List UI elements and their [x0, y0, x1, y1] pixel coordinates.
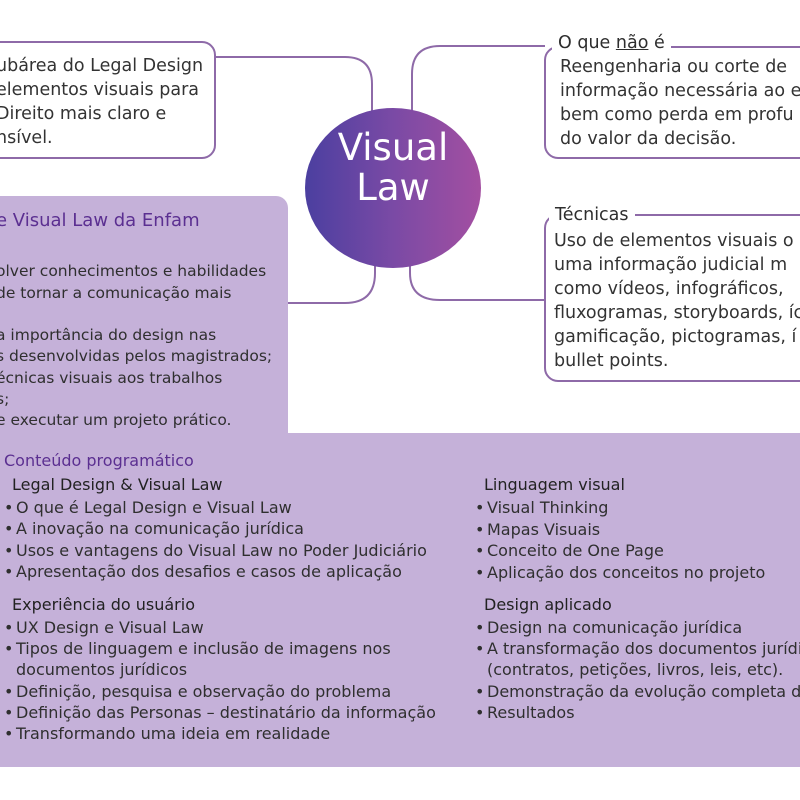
list-item-text: Definição das Personas – destinatário da…	[16, 703, 436, 722]
bullet: •	[475, 563, 485, 582]
bullet: •	[4, 618, 14, 637]
list-item: •Visual Thinking	[475, 497, 608, 518]
list-item-text: A transformação dos documentos jurídi	[487, 639, 800, 658]
objective-line-1: olver conhecimentos e habilidades	[0, 262, 267, 280]
objective-line-2: de tornar a comunicação mais	[0, 284, 232, 302]
bullet: •	[475, 639, 485, 658]
list-item-text: Apresentação dos desafios e casos de apl…	[16, 562, 402, 581]
center-title-line-1: Visual	[337, 126, 449, 169]
bullet: •	[4, 639, 14, 658]
section-visual-language-title: Linguagem visual	[484, 475, 625, 494]
not-line-2: informação necessária ao e	[560, 81, 800, 101]
title-suffix: é	[648, 33, 665, 53]
list-item: •Definição das Personas – destinatário d…	[4, 702, 436, 723]
list-item-text: (contratos, petições, livros, leis, etc)…	[487, 660, 784, 679]
bullet: •	[475, 541, 485, 560]
program-title: Conteúdo programático	[4, 451, 194, 470]
not-line-1: Reengenharia ou corte de	[560, 57, 788, 77]
not-line-4: do valor da decisão.	[560, 129, 737, 149]
list-item: •Tipos de linguagem e inclusão de imagen…	[4, 638, 391, 659]
list-item-text: Definição, pesquisa e observação do prob…	[16, 682, 392, 701]
list-item: •Usos e vantagens do Visual Law no Poder…	[4, 540, 427, 561]
section-user-experience-title: Experiência do usuário	[12, 595, 195, 614]
bullet: •	[4, 498, 14, 517]
list-item-text: Visual Thinking	[487, 498, 609, 517]
bullet: •	[4, 724, 14, 743]
section-applied-design-title: Design aplicado	[484, 595, 612, 614]
techniques-line-6: bullet points.	[554, 351, 669, 371]
definition-line-2: elementos visuais para	[0, 80, 199, 100]
definition-line-1: ubárea do Legal Design	[0, 56, 204, 76]
list-item: •UX Design e Visual Law	[4, 617, 204, 638]
list-item-text: documentos jurídicos	[16, 660, 188, 679]
objective-line-3: ;	[0, 304, 1, 325]
bullet: •	[4, 682, 14, 701]
definition-line-4: nsível.	[0, 128, 53, 148]
list-item-text: Mapas Visuais	[487, 520, 601, 539]
bullet: •	[4, 541, 14, 560]
objective-line-4: a importância do design nas	[0, 326, 217, 344]
list-item-text: Demonstração da evolução completa de	[487, 682, 800, 701]
not-line-3: bem como perda em profu	[560, 105, 794, 125]
list-item-continuation: documentos jurídicos	[16, 659, 187, 680]
techniques-line-4: fluxogramas, storyboards, íc	[554, 303, 800, 323]
bullet: •	[475, 682, 485, 701]
list-item: •A transformação dos documentos jurídi	[475, 638, 800, 659]
list-item: •Demonstração da evolução completa de	[475, 681, 800, 702]
bullet: •	[4, 703, 14, 722]
list-item-text: O que é Legal Design e Visual Law	[16, 498, 292, 517]
center-title-line-2: Law	[356, 166, 430, 209]
objective-line-6: écnicas visuais aos trabalhos	[0, 369, 223, 387]
objective-line-8: e executar um projeto prático.	[0, 411, 232, 429]
list-item-text: Usos e vantagens do Visual Law no Poder …	[16, 541, 427, 560]
list-item-text: UX Design e Visual Law	[16, 618, 204, 637]
list-item-text: A inovação na comunicação jurídica	[16, 519, 304, 538]
title-underlined: não	[615, 33, 649, 53]
definition-line-3: Direito mais claro e	[0, 104, 167, 124]
what-it-is-not-box	[544, 46, 800, 159]
bullet: •	[475, 703, 485, 722]
title-prefix: O que	[558, 33, 616, 53]
list-item: •Conceito de One Page	[475, 540, 664, 561]
techniques-line-5: gamificação, pictogramas, í	[554, 327, 797, 347]
list-item: •Aplicação dos conceitos no projeto	[475, 562, 765, 583]
list-item-text: Conceito de One Page	[487, 541, 664, 560]
techniques-box	[544, 214, 800, 382]
techniques-line-2: uma informação judicial m	[554, 255, 788, 275]
list-item-text: Design na comunicação jurídica	[487, 618, 743, 637]
list-item: •A inovação na comunicação jurídica	[4, 518, 304, 539]
list-item: •Transformando uma ideia em realidade	[4, 723, 330, 744]
list-item-text: Aplicação dos conceitos no projeto	[487, 563, 766, 582]
list-item-continuation: (contratos, petições, livros, leis, etc)…	[487, 659, 783, 680]
objectives-panel	[0, 196, 288, 446]
bullet: •	[4, 562, 14, 581]
list-item: •Resultados	[475, 702, 575, 723]
list-item-text: Tipos de linguagem e inclusão de imagens…	[16, 639, 391, 658]
list-item: •Design na comunicação jurídica	[475, 617, 742, 638]
definition-box	[0, 41, 216, 159]
bullet: •	[4, 519, 14, 538]
list-item: •Mapas Visuais	[475, 519, 600, 540]
list-item-text: Resultados	[487, 703, 575, 722]
objective-line-5: s desenvolvidas pelos magistrados;	[0, 347, 273, 365]
bullet: •	[475, 520, 485, 539]
visual-law-circle	[305, 108, 481, 268]
program-panel	[0, 433, 800, 767]
techniques-title: Técnicas	[549, 204, 635, 226]
list-item: •Apresentação dos desafios e casos de ap…	[4, 561, 402, 582]
objective-line-7: s;	[0, 390, 10, 408]
center-title: Visual Law	[305, 128, 481, 208]
bullet: •	[475, 498, 485, 517]
bullet: •	[475, 618, 485, 637]
list-item-text: Transformando uma ideia em realidade	[16, 724, 331, 743]
list-item: •Definição, pesquisa e observação do pro…	[4, 681, 391, 702]
what-it-is-not-title: O que não é	[552, 32, 671, 54]
section-legal-design-title: Legal Design & Visual Law	[12, 475, 223, 494]
objectives-title: e Visual Law da Enfam	[0, 210, 200, 231]
techniques-line-3: como vídeos, infográficos,	[554, 279, 784, 299]
list-item: •O que é Legal Design e Visual Law	[4, 497, 292, 518]
techniques-line-1: Uso de elementos visuais o	[554, 231, 794, 251]
